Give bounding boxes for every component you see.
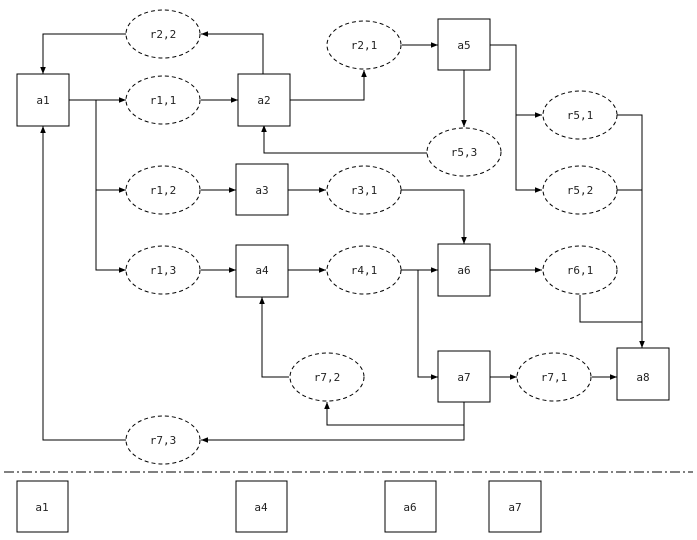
node-r2_2: r2,2	[125, 9, 201, 59]
node-r2_1: r2,1	[326, 20, 402, 70]
edge-a5-r5_2	[515, 115, 542, 193]
node-a1: a1	[16, 73, 70, 127]
bottom-node-3: a6	[384, 480, 437, 533]
node-a8: a8	[616, 347, 670, 401]
node-a3: a3	[235, 163, 289, 216]
node-r5_1-label: r5,1	[567, 109, 594, 122]
edge-a7-r7_2	[324, 402, 465, 426]
node-r1_1: r1,1	[125, 75, 201, 125]
node-r3_1-label: r3,1	[351, 184, 378, 197]
node-a3-label: a3	[255, 184, 268, 197]
node-r1_1-label: r1,1	[150, 94, 177, 107]
edge-a1-r1_2	[95, 100, 126, 193]
bottom-node-1-label: a1	[35, 501, 48, 514]
node-a7: a7	[437, 350, 491, 403]
node-a2: a2	[237, 73, 291, 127]
node-r1_3-label: r1,3	[150, 264, 177, 277]
edge-r3_1-a6	[401, 189, 467, 244]
node-a1-label: a1	[36, 94, 49, 107]
edge-a5-r5_1	[490, 44, 542, 118]
node-r4_1-label: r4,1	[351, 264, 378, 277]
edge-a2-r2_1	[289, 70, 367, 101]
node-r1_2-label: r1,2	[150, 184, 177, 197]
node-r5_3-label: r5,3	[451, 146, 478, 159]
node-r2_1-label: r2,1	[351, 39, 378, 52]
edge-r7_2-a4	[259, 297, 289, 378]
bottom-node-4: a7	[488, 480, 542, 533]
node-r7_3-label: r7,3	[150, 434, 177, 447]
node-a7-label: a7	[457, 371, 470, 384]
edge-r5_3-a2	[261, 125, 427, 154]
node-r7_3: r7,3	[125, 415, 201, 465]
node-a6-label: a6	[457, 264, 470, 277]
node-r7_2-label: r7,2	[314, 371, 341, 384]
node-r5_1: r5,1	[542, 90, 618, 140]
bottom-node-2-label: a4	[254, 501, 268, 514]
bottom-node-3-label: a6	[403, 501, 416, 514]
node-a5: a5	[437, 18, 491, 71]
edge-a2-r2_2	[201, 31, 264, 74]
node-a6: a6	[437, 243, 491, 297]
node-r5_3: r5,3	[426, 127, 502, 177]
node-r7_1-label: r7,1	[541, 371, 568, 384]
edge-r6_1-a8	[579, 295, 642, 323]
place-nodes: r2,2 r1,1 r2,1 r5,1 r5,3 r1,2 r3,1 r5,2	[125, 9, 618, 465]
node-a2-label: a2	[257, 94, 270, 107]
node-r6_1-label: r6,1	[567, 264, 594, 277]
node-r7_1: r7,1	[516, 352, 592, 402]
bottom-node-1: a1	[16, 480, 69, 533]
bottom-row: a1 a4 a6 a7	[16, 480, 542, 533]
node-a4-label: a4	[255, 264, 269, 277]
node-r7_2: r7,2	[289, 352, 365, 402]
node-r1_3: r1,3	[125, 245, 201, 295]
transition-nodes: a1 a2 a5 a3 a4 a6 a7 a8	[16, 18, 670, 403]
node-r2_2-label: r2,2	[150, 28, 177, 41]
edge-r4_1-a7	[417, 270, 438, 380]
node-a8-label: a8	[636, 371, 649, 384]
node-r6_1: r6,1	[542, 245, 618, 295]
edge-r2_2-a1	[40, 33, 126, 74]
bottom-node-2: a4	[235, 480, 288, 533]
node-r4_1: r4,1	[326, 245, 402, 295]
node-a4: a4	[235, 244, 289, 298]
node-r3_1: r3,1	[326, 165, 402, 215]
node-r1_2: r1,2	[125, 165, 201, 215]
bottom-node-4-label: a7	[508, 501, 521, 514]
edge-a7-r7_3	[201, 425, 465, 443]
edge-r7_3-a1	[40, 126, 126, 441]
node-r5_2: r5,2	[542, 165, 618, 215]
node-a5-label: a5	[457, 39, 470, 52]
edge-r5_1-a8	[617, 114, 645, 348]
edge-a1-r1_3	[95, 190, 126, 273]
edges	[40, 31, 645, 443]
node-r5_2-label: r5,2	[567, 184, 594, 197]
